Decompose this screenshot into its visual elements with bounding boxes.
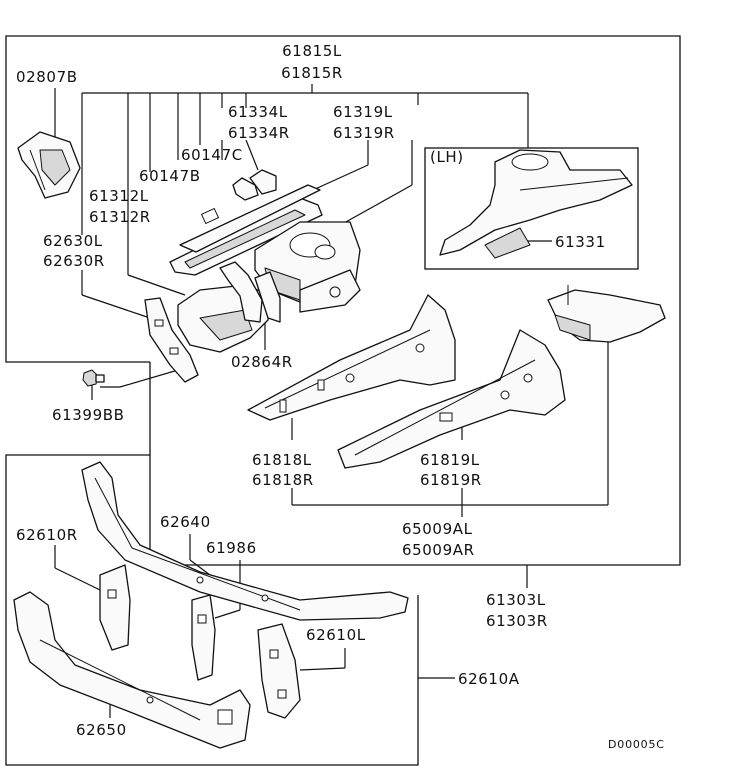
- apron-62630: [177, 261, 281, 353]
- label-61819r: 61819R: [420, 471, 482, 489]
- side-member-61819: [337, 329, 566, 469]
- support-62610l: [257, 623, 301, 719]
- support-61986: [191, 594, 216, 681]
- strut-tower-61319: [254, 221, 361, 313]
- strut-rail-61312: [169, 169, 323, 276]
- label-60147b: 60147B: [139, 167, 201, 185]
- label-60147c: 60147C: [181, 146, 243, 164]
- label-62640: 62640: [160, 513, 211, 531]
- part-labels: 61815L 61815R 02807B 61334L 61334R 61319…: [16, 42, 665, 751]
- label-61815l: 61815L: [282, 42, 342, 60]
- label-65009al: 65009AL: [402, 520, 473, 538]
- radiator-support-upper-62640: [81, 461, 409, 621]
- label-65009ar: 65009AR: [402, 541, 475, 559]
- lower-group-frame: [5, 454, 419, 766]
- label-61819l: 61819L: [420, 451, 480, 469]
- bracket-62630-lower: [144, 297, 199, 383]
- label-62630l: 62630L: [43, 232, 103, 250]
- side-member-61818: [247, 294, 456, 421]
- label-62610r: 62610R: [16, 526, 78, 544]
- label-61303r: 61303R: [486, 612, 548, 630]
- label-62610l: 62610L: [306, 626, 366, 644]
- label-02807b: 02807B: [16, 68, 78, 86]
- label-61319r: 61319R: [333, 124, 395, 142]
- label-61312l: 61312L: [89, 187, 149, 205]
- label-61399bb: 61399BB: [52, 406, 125, 424]
- label-61818r: 61818R: [252, 471, 314, 489]
- bracket-02807b: [17, 131, 81, 199]
- drawing-code: D00005C: [608, 738, 665, 751]
- label-61334r: 61334R: [228, 124, 290, 142]
- label-02864r: 02864R: [231, 353, 293, 371]
- label-62630r: 62630R: [43, 252, 105, 270]
- upper-group-frame: [5, 35, 681, 566]
- label-61818l: 61818L: [252, 451, 312, 469]
- lh-inset-assembly: [439, 149, 633, 259]
- support-62610r: [99, 564, 131, 651]
- label-62610a: 62610A: [458, 670, 520, 688]
- label-lh: (LH): [430, 148, 464, 166]
- lh-inset-frame: [424, 147, 639, 270]
- label-61331: 61331: [555, 233, 606, 251]
- label-61312r: 61312R: [89, 208, 151, 226]
- label-61986: 61986: [206, 539, 257, 557]
- radiator-support-lower-62650: [13, 591, 251, 749]
- label-61319l: 61319L: [333, 103, 393, 121]
- label-62650: 62650: [76, 721, 127, 739]
- label-61303l: 61303L: [486, 591, 546, 609]
- bolt-61399bb: [82, 369, 105, 387]
- floor-side-61303: [547, 285, 666, 343]
- label-61334l: 61334L: [228, 103, 288, 121]
- leader-lines: [54, 84, 609, 718]
- label-61815r: 61815R: [281, 64, 343, 82]
